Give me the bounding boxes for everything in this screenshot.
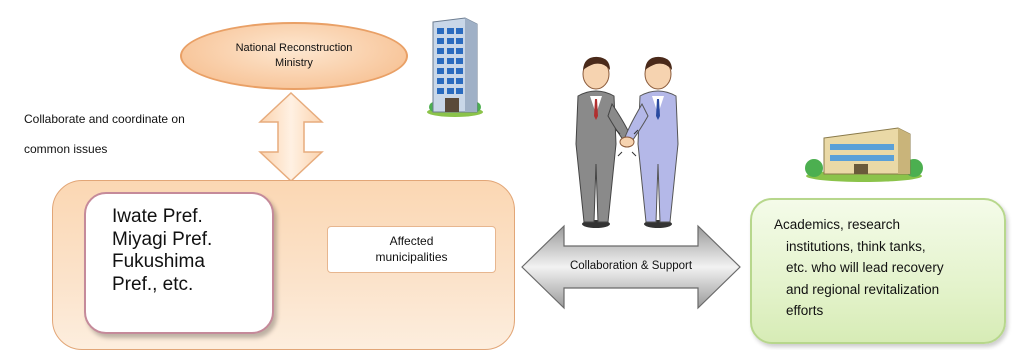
- collaborate-note: Collaborate and coordinate on common iss…: [24, 104, 244, 164]
- office-tower-icon: [427, 17, 483, 117]
- horizontal-double-arrow: [521, 224, 741, 310]
- collaborate-note-line2: common issues: [24, 142, 108, 156]
- academics-box: Academics, research institutions, think …: [750, 198, 1006, 344]
- prefecture-line-3: Fukushima: [112, 251, 205, 272]
- ministry-label-line1: National Reconstruction: [235, 42, 353, 55]
- academics-line-1: Academics, research: [774, 217, 901, 232]
- affected-municipalities-box: Affected municipalities: [327, 226, 496, 273]
- academics-line-4: and regional revitalization: [786, 281, 940, 297]
- academics-line-3: etc. who will lead recovery: [786, 260, 944, 275]
- prefecture-line-2: Miyagi Pref.: [112, 228, 213, 250]
- prefecture-list-box: Iwate Pref. Miyagi Pref. Fukushima Pref.…: [84, 192, 274, 334]
- ministry-ellipse: National Reconstruction Ministry: [180, 22, 408, 90]
- campus-building-icon: [805, 127, 923, 182]
- academics-line-5: efforts: [786, 303, 824, 318]
- prefecture-line-4: Pref., etc.: [112, 273, 194, 295]
- ministry-label-line2: Ministry: [275, 57, 313, 69]
- affected-line2: municipalities: [375, 249, 448, 264]
- affected-line1: Affected: [389, 233, 434, 248]
- vertical-double-arrow: [258, 92, 324, 182]
- handshake-businessmen-icon: [575, 56, 679, 228]
- collaboration-support-label: Collaboration & Support: [569, 260, 693, 272]
- academics-line-2: institutions, think tanks,: [786, 238, 926, 254]
- prefecture-line-1: Iwate Pref.: [112, 206, 203, 227]
- collaborate-note-line1: Collaborate and coordinate on: [24, 112, 185, 126]
